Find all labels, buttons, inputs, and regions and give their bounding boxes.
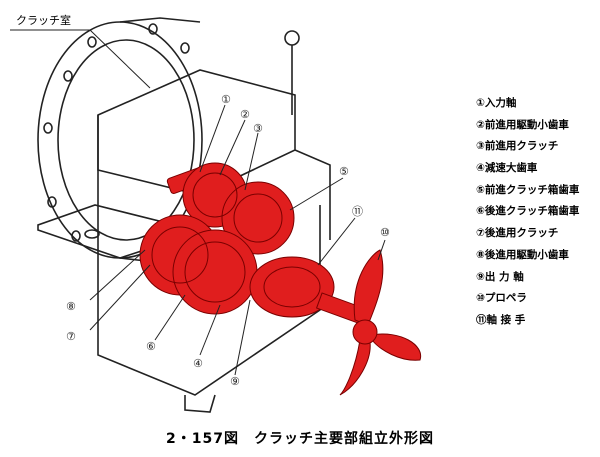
- callout-2: ②: [240, 108, 250, 121]
- shift-lever: [284, 30, 300, 115]
- legend-item: ⑨出 力 軸: [476, 270, 524, 283]
- legend-item: ⑥後進クラッチ箱歯車: [476, 205, 580, 218]
- figure-caption: 2・157図 クラッチ主要部組立外形図: [166, 431, 434, 447]
- callout-7: ⑦: [66, 330, 76, 343]
- legend-item: ⑪軸 接 手: [476, 313, 526, 326]
- gear-teeth: [151, 172, 321, 308]
- legend-item: ⑩プロペラ: [476, 292, 527, 305]
- callout-9: ⑨: [230, 375, 240, 388]
- callout-4: ④: [193, 357, 203, 370]
- legend-item: ②前進用駆動小歯車: [476, 118, 569, 131]
- callout-10: ⑩: [380, 226, 390, 239]
- clutch-room-label: クラッチ室: [16, 14, 71, 27]
- legend-item: ①入力軸: [476, 97, 517, 109]
- output-shaft-coupling: [249, 256, 335, 318]
- propeller: [339, 249, 422, 396]
- callout-3: ③: [253, 122, 263, 135]
- reduction-gear: [172, 229, 258, 315]
- legend-item: ④減速大歯車: [476, 162, 538, 175]
- callout-numbers: ① ② ③ ④ ⑤ ⑥ ⑦ ⑧ ⑨ ⑩ ⑪: [66, 93, 390, 388]
- callout-5: ⑤: [339, 165, 349, 178]
- callout-1: ①: [221, 93, 231, 106]
- parts-legend: ①入力軸 ②前進用駆動小歯車 ③前進用クラッチ ④減速大歯車 ⑤前進クラッチ箱歯…: [476, 95, 579, 334]
- forward-clutch-gear: [221, 181, 295, 255]
- room-label-leader: [10, 29, 151, 89]
- callout-6: ⑥: [146, 340, 156, 353]
- legend-item: ⑤前進クラッチ箱歯車: [476, 183, 580, 196]
- legend-item: ③前進用クラッチ: [476, 140, 559, 153]
- legend-item: ⑧後進用駆動小歯車: [476, 248, 569, 261]
- callout-8: ⑧: [66, 300, 76, 313]
- callout-11: ⑪: [352, 205, 363, 218]
- callout-leaders: [89, 104, 386, 376]
- legend-item: ⑦後進用クラッチ: [476, 227, 559, 240]
